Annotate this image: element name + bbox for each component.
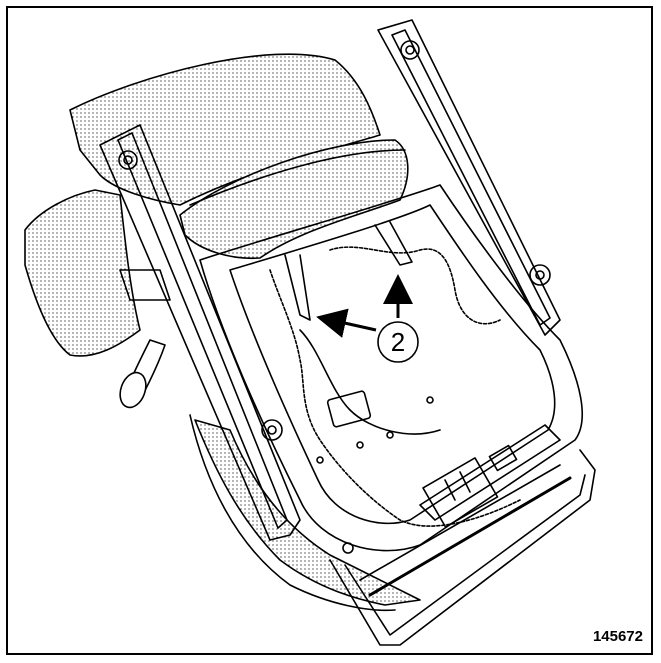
seat-cushion [69,53,381,206]
seat-pan-frame [199,184,583,552]
guide-clip-right [374,221,413,266]
left-rail-inner [117,132,288,529]
left-rail [99,124,301,541]
side-bolster [24,189,141,357]
right-rail [377,19,561,336]
headrest-strip [189,149,406,206]
back-cushion-lower [194,419,421,606]
headrest-pad [179,139,409,260]
guide-clip-left [284,254,311,321]
cross-member [419,424,561,521]
arrow-left [316,308,377,338]
figure-number: 145672 [592,628,643,645]
rear-frame-bar-2 [368,476,572,597]
connector-box [422,457,499,528]
left-rail-bolt-bottom [261,419,283,441]
callout-number: 2 [390,326,406,357]
motor-unit [326,390,372,428]
recline-knob [119,371,147,409]
wiring-harness-3 [299,329,441,435]
left-rail-bolt-top [118,150,138,170]
back-cushion-edge [189,414,396,612]
seat-pan-inner [229,204,556,525]
wiring-harness-2 [329,246,501,325]
right-rail-bolt-top [400,40,420,60]
left-bracket [119,269,171,301]
rear-frame-tube [329,449,596,646]
right-rail-bolt-bottom [529,264,551,286]
callout-circle [377,321,419,363]
connector-small [488,444,518,472]
right-rail-inner [391,29,551,326]
wiring-harness [269,269,521,527]
rear-frame-tube-inner [344,474,586,636]
